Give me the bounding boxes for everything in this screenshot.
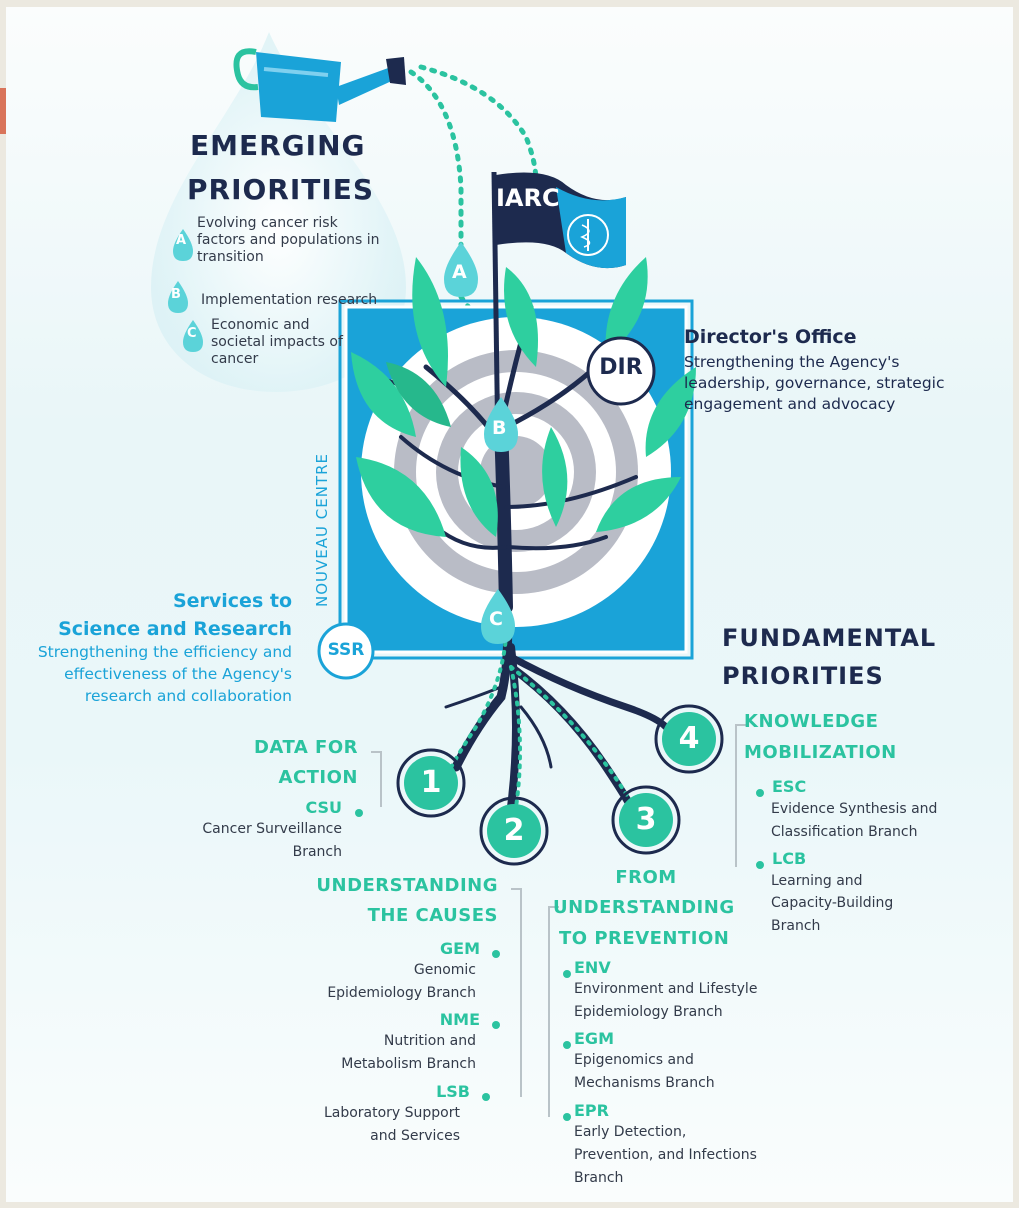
env-name-line1: Environment and Lifestyle [574, 981, 758, 997]
lsb-code: LSB [436, 1082, 470, 1101]
drop-a-label: A [452, 261, 467, 283]
epr-code: EPR [574, 1101, 609, 1120]
iarc-flag-label: IARC [496, 184, 560, 212]
who-emblem-icon [567, 214, 609, 256]
gem-name-line1: Genomic [413, 962, 476, 978]
nme-code: NME [439, 1010, 480, 1029]
dir-badge-label: DIR [599, 355, 643, 380]
watering-can-icon [233, 48, 406, 122]
director-desc-line1: Strengthening the Agency's [684, 353, 900, 371]
drop-b-label: B [492, 417, 507, 439]
prevention-title-line3: TO PREVENTION [559, 928, 730, 949]
root-number-4: 4 [678, 721, 700, 756]
epr-name-line3: Branch [574, 1170, 624, 1186]
emerging-badges [168, 229, 203, 352]
tree-leaves [351, 257, 696, 537]
egm-name-line2: Mechanisms Branch [574, 1075, 715, 1091]
emerging-badge-c: C [187, 326, 197, 341]
csu-name-line1: Cancer Surveillance [202, 821, 342, 837]
ssr-desc-line3: research and collaboration [84, 687, 292, 705]
tree-illustration [151, 32, 764, 1121]
csu-code: CSU [305, 798, 342, 817]
egm-name-line1: Epigenomics and [574, 1052, 694, 1068]
prevention-title-line2: UNDERSTANDING [553, 897, 735, 918]
director-desc-line2: leadership, governance, strategic [684, 374, 945, 392]
branch-bullets [355, 789, 764, 1121]
csu-name-line2: Branch [292, 844, 342, 860]
corner-tab [0, 88, 7, 134]
env-name-line2: Epidemiology Branch [574, 1004, 723, 1020]
emerging-item-c: Economic and societal impacts of cancer [211, 317, 343, 367]
ssr-desc-line1: Strengthening the efficiency and [37, 643, 292, 661]
fundamental-title-line1: FUNDAMENTAL [722, 624, 937, 652]
data-for-action-title-line2: ACTION [278, 767, 358, 788]
ssr-desc-line2: effectiveness of the Agency's [64, 665, 292, 683]
lcb-code: LCB [772, 849, 807, 868]
knowledge-title-line2: MOBILIZATION [744, 742, 897, 763]
priorities-infographic: EMERGING PRIORITIES A Evolving cancer ri… [6, 7, 1013, 1202]
emerging-title-line1: EMERGING [190, 129, 366, 162]
emerging-badge-a: A [176, 233, 187, 248]
nme-name-line2: Metabolism Branch [341, 1056, 476, 1072]
lsb-name-line1: Laboratory Support [323, 1105, 460, 1121]
fundamental-title-line2: PRIORITIES [722, 662, 884, 690]
causes-title-line2: THE CAUSES [367, 905, 498, 926]
nouveau-centre-label: NOUVEAU CENTRE [313, 453, 331, 607]
emerging-item-a: Evolving cancer risk factors and populat… [197, 215, 380, 265]
root-number-1: 1 [420, 765, 442, 800]
gem-name-line2: Epidemiology Branch [327, 985, 476, 1001]
data-for-action-title-line1: DATA FOR [253, 737, 358, 758]
esc-name-line1: Evidence Synthesis and [771, 801, 938, 817]
lsb-name-line2: and Services [370, 1128, 460, 1144]
ssr-title-line1: Services to [172, 590, 292, 612]
director-title: Director's Office [684, 326, 857, 348]
emerging-item-b: Implementation research [201, 292, 378, 308]
ssr-badge-label: SSR [327, 640, 365, 660]
esc-name-line2: Classification Branch [771, 824, 918, 840]
root-number-2: 2 [503, 813, 525, 848]
root-number-circles [396, 704, 724, 866]
emerging-badge-b: B [171, 287, 181, 302]
lcb-name-line3: Branch [771, 918, 821, 934]
director-desc-line3: engagement and advocacy [684, 395, 896, 413]
epr-name-line2: Prevention, and Infections [574, 1147, 757, 1163]
branch-connectors [371, 724, 746, 1117]
lcb-name-line2: Capacity-Building [771, 895, 894, 911]
ssr-title-line2: Science and Research [58, 618, 292, 640]
env-code: ENV [574, 958, 611, 977]
root-number-3: 3 [635, 802, 657, 837]
causes-title-line1: UNDERSTANDING [316, 875, 498, 896]
drop-c-label: C [489, 608, 503, 630]
dir-badge-circle [586, 336, 656, 406]
tree-trunk [354, 304, 638, 614]
tree-drops [444, 242, 518, 644]
esc-code: ESC [772, 777, 807, 796]
epr-name-line1: Early Detection, [574, 1124, 687, 1140]
emerging-title-line2: PRIORITIES [187, 173, 375, 206]
knowledge-title-line1: KNOWLEDGE [744, 711, 879, 732]
prevention-title-line1: FROM [615, 867, 677, 888]
lcb-name-line1: Learning and [771, 873, 863, 889]
nme-name-line1: Nutrition and [383, 1033, 476, 1049]
gem-code: GEM [440, 939, 480, 958]
ssr-badge-circle [317, 622, 375, 680]
egm-code: EGM [574, 1029, 614, 1048]
